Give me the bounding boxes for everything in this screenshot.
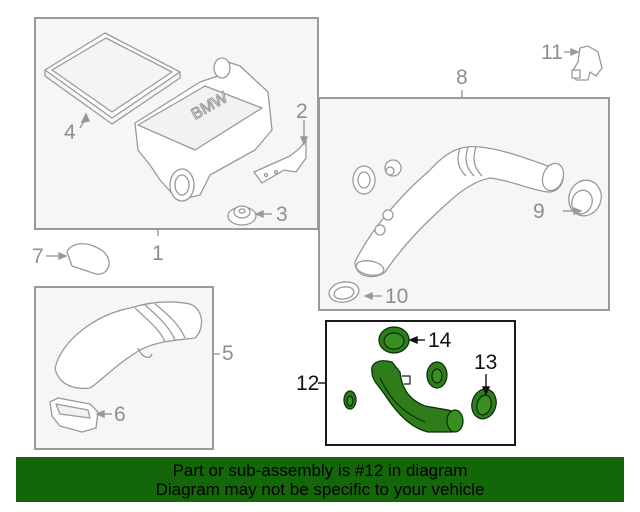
- charge-pipe-part-12[interactable]: [371, 360, 464, 433]
- info-banner: Part or sub-assembly is #12 in diagram D…: [16, 457, 624, 502]
- bracket-part-2[interactable]: [253, 139, 307, 184]
- plug-part-12[interactable]: [343, 390, 357, 410]
- seal-ring-part-13[interactable]: [469, 386, 500, 421]
- seal-ring-part-9[interactable]: [564, 176, 606, 221]
- callout-5[interactable]: 5: [222, 342, 234, 365]
- callout-14[interactable]: 14: [428, 329, 452, 352]
- grommet-part-3[interactable]: [227, 205, 257, 226]
- callout-1[interactable]: 1: [152, 242, 164, 265]
- seal-ring-part-14[interactable]: [378, 326, 410, 354]
- callout-6[interactable]: 6: [114, 403, 126, 426]
- callout-7[interactable]: 7: [32, 245, 44, 268]
- grommet-duct[interactable]: [352, 159, 402, 195]
- banner-line-2: Diagram may not be specific to your vehi…: [155, 480, 485, 499]
- callout-2[interactable]: 2: [296, 100, 308, 123]
- callout-3[interactable]: 3: [276, 203, 288, 226]
- grommet-part-12[interactable]: [426, 361, 448, 389]
- callout-10[interactable]: 10: [385, 285, 409, 308]
- airbox-housing[interactable]: BMW: [134, 57, 273, 202]
- air-filter-part-4[interactable]: [44, 32, 181, 125]
- callout-12[interactable]: 12: [296, 372, 320, 395]
- air-duct-part-8[interactable]: [354, 145, 567, 278]
- adapter-part-6[interactable]: [49, 397, 99, 433]
- callout-9[interactable]: 9: [533, 200, 545, 223]
- callout-4[interactable]: 4: [64, 121, 76, 144]
- sensor-part-11[interactable]: [571, 45, 603, 81]
- seal-ring-part-10[interactable]: [327, 280, 360, 305]
- callout-11[interactable]: 11: [541, 41, 563, 64]
- cap-part-7[interactable]: [66, 243, 110, 275]
- callout-8[interactable]: 8: [456, 66, 468, 89]
- intake-hose-part-5[interactable]: [54, 301, 203, 390]
- banner-line-1: Part or sub-assembly is #12 in diagram: [172, 461, 468, 480]
- callout-13[interactable]: 13: [474, 351, 498, 374]
